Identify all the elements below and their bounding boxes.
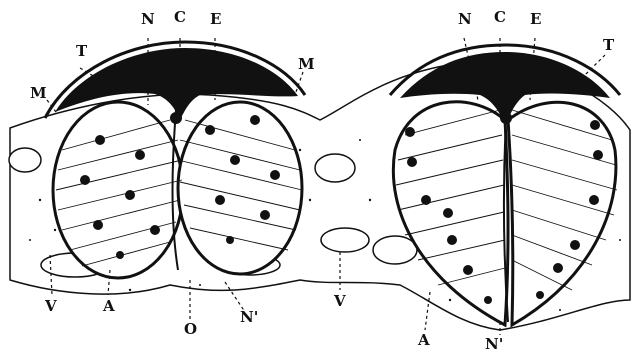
label-o: O [184, 322, 197, 337]
left-body-b [178, 102, 302, 274]
label-c-right: C [494, 10, 506, 25]
label-t-left: T [76, 44, 87, 59]
label-m-center: M [298, 57, 315, 72]
vessel [321, 228, 369, 252]
left-unit [45, 42, 305, 278]
label-a-left: A [103, 299, 115, 314]
vessel [315, 154, 355, 182]
label-v-center: V [334, 294, 346, 309]
vessel [373, 236, 417, 264]
label-a-right: A [418, 333, 430, 348]
vessel [9, 148, 41, 172]
label-v-left: V [45, 299, 57, 314]
label-t-right: T [603, 38, 614, 53]
label-n-prime-right: N' [485, 337, 503, 352]
label-n-right: N [458, 12, 472, 27]
label-n-left: N [141, 12, 155, 27]
label-n-prime-left: N' [240, 310, 258, 325]
label-e-right: E [530, 12, 541, 27]
label-c-left: C [174, 10, 186, 25]
label-m-left: M [30, 86, 47, 101]
label-e-left: E [210, 12, 221, 27]
